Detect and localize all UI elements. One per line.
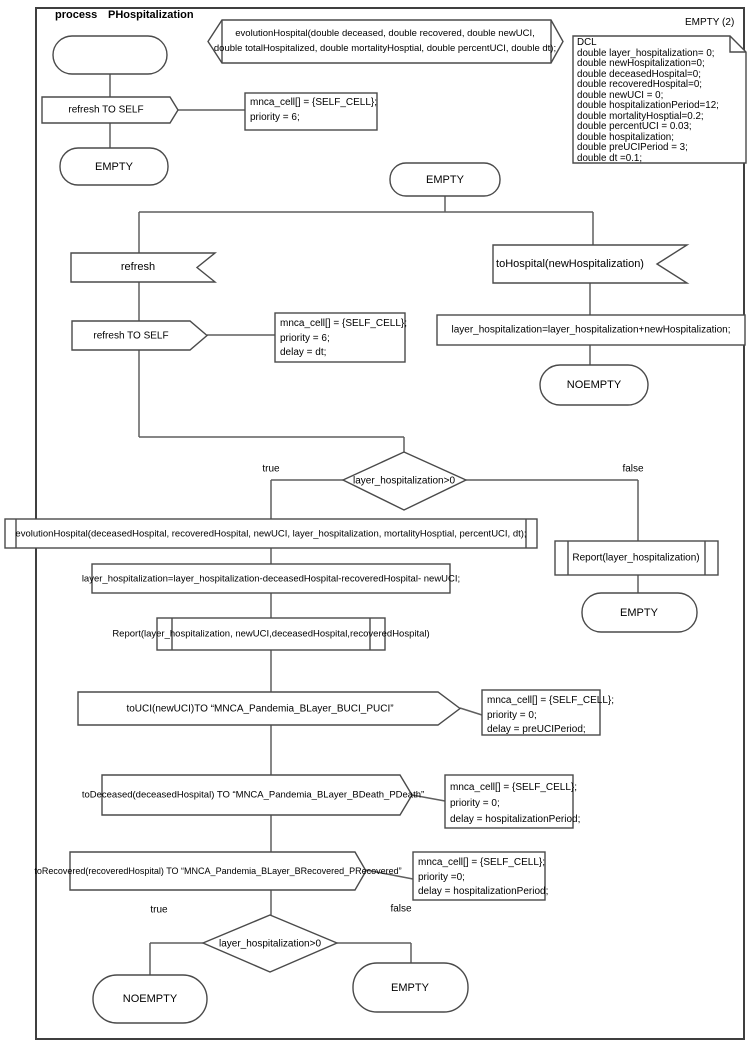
decision-2-true-label: true <box>150 904 168 916</box>
refresh-to-self-output-2-shape <box>71 320 209 351</box>
dcl-line: double layer_hospitalization= 0; <box>577 47 715 59</box>
signature-line2: double totalHospitalized, double mortali… <box>213 42 557 54</box>
dcl-line: double percentUCI = 0.03; <box>577 121 692 133</box>
empty-state-false-label: EMPTY <box>620 607 658 619</box>
dcl-text: DCL double layer_hospitalization= 0; dou… <box>577 37 719 165</box>
start-state-shape <box>52 35 168 75</box>
comment-5-box <box>412 851 546 901</box>
empty-state-mid-label: EMPTY <box>426 174 464 186</box>
dcl-line: double newHospitalization=0; <box>577 58 705 70</box>
to-recovered-output-shape <box>69 851 367 891</box>
dcl-line: double recoveredHospital=0; <box>577 79 702 91</box>
comment-1-text: mnca_cell[] = {SELF_CELL}; priority = 6; <box>250 96 377 125</box>
decision-1-true-label: true <box>262 463 280 475</box>
noempty-state-bottom-shape <box>92 974 208 1024</box>
comment-1-box <box>244 92 378 131</box>
comment-2-text: mnca_cell[] = {SELF_CELL}; priority = 6;… <box>280 317 407 361</box>
noempty-state-right-label: NOEMPTY <box>566 379 622 391</box>
empty2-label: EMPTY (2) <box>685 17 735 28</box>
comment-line: priority = 6; <box>280 332 330 344</box>
dcl-line: DCL <box>577 37 597 48</box>
comment-line: mnca_cell[] = {SELF_CELL}; <box>487 695 615 706</box>
report-simple-call-label: Report(layer_hospitalization) <box>572 552 700 564</box>
noempty-state-bottom-label: NOEMPTY <box>122 993 178 1005</box>
comment-line: priority = 0; <box>487 709 537 721</box>
decision-2-shape <box>201 914 339 973</box>
decision-2-false-label: false <box>390 903 412 915</box>
to-deceased-output-label: toDeceased(deceasedHospital) TO “MNCA_Pa… <box>81 789 425 801</box>
dcl-line: double newUCI = 0; <box>577 89 664 101</box>
comment-line: delay = preUCIPeriod; <box>487 724 586 735</box>
empty-state-top-shape <box>59 147 169 186</box>
comment-5-text: mnca_cell[] = {SELF_CELL}; priority =0; … <box>418 856 548 900</box>
to-hospital-input-shape <box>492 244 690 284</box>
dcl-line: double hospitalizationPeriod=12; <box>577 100 719 112</box>
decision-1-label: layer_hospitalization>0 <box>352 475 456 487</box>
refresh-to-self-output-1-shape <box>41 96 179 124</box>
evolution-call-shape <box>4 518 538 549</box>
dcl-line: double preUCIPeriod = 3; <box>577 142 688 154</box>
refresh-to-self-output-2-label: refresh TO SELF <box>93 330 169 342</box>
report-full-call-label: Report(layer_hospitalization, newUCI,dec… <box>112 628 430 640</box>
to-recovered-output-label: toRecovered(recoveredHospital) TO “MNCA_… <box>34 866 402 876</box>
empty-state-false-shape <box>581 592 698 633</box>
to-uci-output-shape <box>77 691 462 726</box>
task-subtract-shape <box>91 563 451 594</box>
report-simple-call-shape <box>554 540 719 576</box>
dcl-line: double deceasedHospital=0; <box>577 68 701 80</box>
to-uci-output-label: toUCI(newUCI)TO “MNCA_Pandemia_BLayer_BU… <box>126 703 394 715</box>
dcl-line: double mortalityHosptial=0.2; <box>577 110 704 122</box>
decision-1-false-label: false <box>622 463 644 475</box>
empty-state-bottom-label: EMPTY <box>391 982 429 994</box>
comment-line: priority = 0; <box>450 798 500 809</box>
task-subtract-label: layer_hospitalization=layer_hospitalizat… <box>81 573 461 585</box>
comment-line: mnca_cell[] = {SELF_CELL}; <box>280 318 408 329</box>
empty-state-bottom-shape <box>352 962 469 1013</box>
comment-line: mnca_cell[] = {SELF_CELL}; <box>450 782 578 793</box>
comment-line: delay = hospitalizationPeriod; <box>418 886 549 897</box>
comment-2-box <box>274 312 406 363</box>
empty-state-mid-shape <box>389 162 501 197</box>
comment-4-text: mnca_cell[] = {SELF_CELL}; priority = 0;… <box>450 780 580 828</box>
refresh-input-shape <box>70 252 217 283</box>
report-full-call-shape <box>156 617 386 651</box>
noempty-state-right-shape <box>539 364 649 406</box>
comment-line: priority =0; <box>418 871 465 883</box>
to-hospital-input-label: toHospital(newHospitalization) <box>496 258 644 270</box>
decision-2-label: layer_hospitalization>0 <box>218 938 322 950</box>
to-deceased-output-shape <box>101 774 413 816</box>
comment-3-box <box>481 689 601 736</box>
evolution-call-label: evolutionHospital(deceasedHospital, reco… <box>15 528 527 540</box>
dcl-box <box>572 35 747 164</box>
comment-line: priority = 6; <box>250 111 300 123</box>
comment-3-text: mnca_cell[] = {SELF_CELL}; priority = 0;… <box>487 694 614 738</box>
comment-line: delay = hospitalizationPeriod; <box>450 814 581 825</box>
flow-lines <box>109 74 639 975</box>
decision-1-shape <box>341 451 468 511</box>
signature-text: evolutionHospital(double deceased, doubl… <box>214 27 556 56</box>
task-add-label: layer_hospitalization=layer_hospitalizat… <box>451 324 731 336</box>
task-add-shape <box>436 314 746 346</box>
comment-line: mnca_cell[] = {SELF_CELL}; <box>250 97 378 108</box>
refresh-input-label: refresh <box>120 261 156 273</box>
dcl-line: double dt =0.1; <box>577 153 643 165</box>
process-name-label: PHospitalization <box>108 9 194 21</box>
refresh-to-self-output-1-label: refresh TO SELF <box>68 104 144 116</box>
empty-state-top-label: EMPTY <box>95 161 133 173</box>
process-keyword-label: process <box>55 9 98 21</box>
comment-4-box <box>444 774 574 829</box>
comment-line: delay = dt; <box>280 347 327 358</box>
signature-line1: evolutionHospital(double deceased, doubl… <box>235 28 535 39</box>
dcl-line: double hospitalization; <box>577 131 674 143</box>
dcl-box-fold <box>729 36 746 53</box>
comment-line: mnca_cell[] = {SELF_CELL}; <box>418 857 546 868</box>
